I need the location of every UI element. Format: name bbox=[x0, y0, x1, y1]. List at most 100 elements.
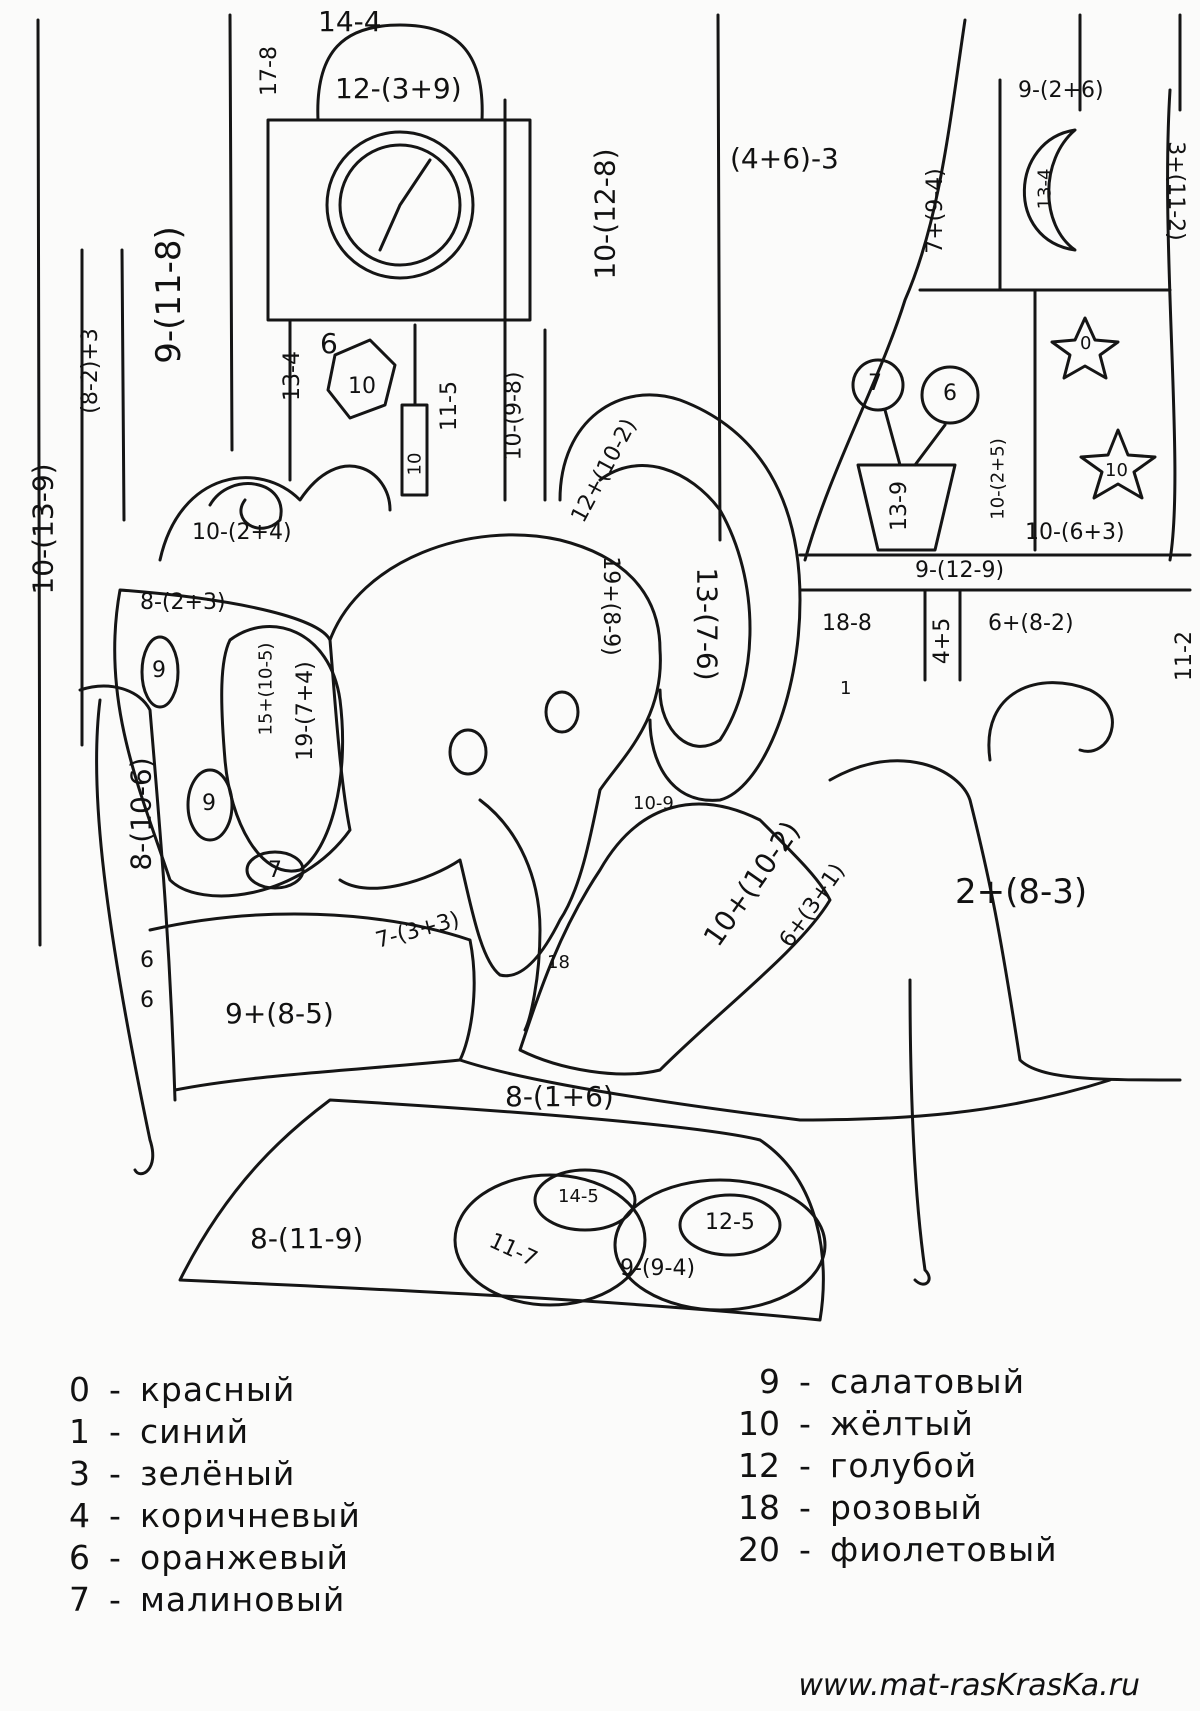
expr-bed-base: 8-(1+6) bbox=[505, 1080, 614, 1113]
expr-ear-outer: 19+(8-9) bbox=[597, 556, 623, 656]
pillow-leaf bbox=[140, 635, 180, 709]
legend-dash: - bbox=[799, 1404, 811, 1443]
moon-shape bbox=[1022, 128, 1077, 252]
pillow-inner bbox=[220, 625, 345, 873]
expr-moon: 13-4 bbox=[1034, 168, 1056, 210]
curtain-edge bbox=[803, 18, 967, 562]
expr-slipper-right-inner: 12-5 bbox=[705, 1210, 755, 1235]
legend-item: 3-зелёный bbox=[20, 1457, 295, 1490]
legend-number: 20 bbox=[738, 1530, 780, 1569]
legend-item: 10-жёлтый bbox=[710, 1407, 974, 1440]
expr-pillow-leaf-2: 9 bbox=[202, 791, 216, 816]
legend-dash: - bbox=[109, 1580, 121, 1619]
elephant-eye bbox=[544, 690, 580, 734]
flower-pot bbox=[856, 463, 957, 552]
legend-number: 10 bbox=[738, 1404, 780, 1443]
legend-number: 12 bbox=[738, 1446, 780, 1485]
expr-clock-side: 17-8 bbox=[256, 46, 282, 96]
pillow-leaf bbox=[186, 768, 234, 842]
legend-number: 1 bbox=[69, 1412, 90, 1451]
expr-clock-top: 14-4 bbox=[318, 5, 382, 38]
expr-headboard: 10-(2+4) bbox=[192, 520, 292, 545]
expr-clock-pendulum-label: 6 bbox=[320, 327, 338, 360]
pillow bbox=[113, 588, 352, 898]
expr-blanket-band: 10-9 bbox=[633, 793, 674, 814]
expr-sofa-back-a: 18-8 bbox=[822, 611, 872, 636]
expr-bed-side: 8-(10-6) bbox=[124, 757, 158, 871]
legend-dash: - bbox=[109, 1412, 121, 1451]
bed-foot bbox=[95, 698, 155, 1176]
legend-color-name: жёлтый bbox=[830, 1404, 974, 1443]
slipper-left bbox=[453, 1173, 647, 1307]
legend-dash: - bbox=[799, 1488, 811, 1527]
expr-blanket-small: 1 bbox=[840, 678, 852, 699]
clock-case bbox=[266, 118, 532, 322]
clock-hands bbox=[378, 158, 432, 252]
legend-item: 1-синий bbox=[20, 1415, 249, 1448]
expr-bed-front: 9+(8-5) bbox=[225, 997, 334, 1030]
expr-clock-bob: 10 bbox=[404, 452, 426, 476]
expr-rug: 8-(11-9) bbox=[250, 1222, 364, 1255]
legend-color-name: фиолетовый bbox=[830, 1530, 1058, 1569]
expr-trunk-spot: 18 bbox=[547, 952, 570, 973]
expr-ear-inner: 13-(7-6) bbox=[690, 567, 724, 681]
expr-flower-pot: 13-9 bbox=[886, 481, 912, 531]
legend-color-name: голубой bbox=[830, 1446, 978, 1485]
expr-left-wall-narrow: (8-2)+3 bbox=[77, 328, 103, 414]
legend-number: 18 bbox=[738, 1488, 780, 1527]
bed-base bbox=[458, 1058, 1112, 1122]
expr-window-ledge: 9-(12-9) bbox=[915, 558, 1005, 583]
elephant-head bbox=[328, 533, 662, 978]
expr-pillow-corner: 8-(2+3) bbox=[140, 590, 226, 615]
wall-line bbox=[716, 13, 722, 542]
flower-head bbox=[920, 365, 980, 425]
legend-item: 20-фиолетовый bbox=[710, 1533, 1058, 1566]
legend-number: 9 bbox=[759, 1362, 780, 1401]
sofa-right bbox=[828, 759, 1182, 1082]
expr-clock-head: 12-(3+9) bbox=[335, 72, 462, 105]
wall-line bbox=[36, 18, 42, 947]
expr-star-upper: 0 bbox=[1080, 333, 1092, 354]
bed-side bbox=[78, 684, 177, 1102]
expr-sofa-right: 2+(8-3) bbox=[955, 872, 1088, 912]
legend-color-name: салатовый bbox=[830, 1362, 1026, 1401]
ear-inner bbox=[598, 464, 752, 748]
expr-window-strip: 7+(9-4) bbox=[922, 168, 948, 254]
flower-stem bbox=[883, 408, 947, 467]
slipper-right bbox=[613, 1178, 827, 1312]
expr-pillow-inner-a: 15+(10-5) bbox=[255, 642, 277, 736]
legend-item: 0-красный bbox=[20, 1373, 295, 1406]
expr-slipper-right-outer: 9-(9-4) bbox=[620, 1256, 696, 1281]
legend-dash: - bbox=[109, 1370, 121, 1409]
curtain-edge bbox=[1166, 88, 1177, 562]
pillow-leaf bbox=[245, 850, 305, 890]
legend-color-name: зелёный bbox=[140, 1454, 296, 1493]
expr-wall-center: 10-(12-8) bbox=[588, 148, 622, 280]
website-url: www.mat-rasKrasKa.ru bbox=[798, 1668, 1140, 1703]
expr-sofa-back-c: 6+(8-2) bbox=[988, 611, 1074, 636]
clock-hex bbox=[326, 338, 397, 420]
slipper-left-inner bbox=[533, 1168, 637, 1232]
star-shape bbox=[1050, 316, 1120, 380]
legend-item: 18-розовый bbox=[710, 1491, 983, 1524]
bed-front bbox=[148, 912, 476, 1092]
expr-pillow-inner-b: 19-(7+4) bbox=[292, 661, 318, 761]
legend-color-name: красный bbox=[140, 1370, 296, 1409]
wall-line bbox=[120, 248, 126, 522]
legend-number: 7 bbox=[69, 1580, 90, 1619]
expr-wall-upper: (4+6)-3 bbox=[730, 142, 839, 175]
slipper-right-inner bbox=[678, 1193, 782, 1257]
legend-color-name: розовый bbox=[830, 1488, 983, 1527]
expr-bed-corner-a: 6 bbox=[140, 948, 154, 973]
elephant-eye bbox=[448, 728, 488, 776]
expr-wall-strip-right-clock: 10-(9-8) bbox=[501, 371, 527, 461]
sofa-right-leg bbox=[908, 978, 931, 1286]
wall-line bbox=[228, 13, 234, 452]
blanket bbox=[518, 802, 832, 1076]
elephant-coloring-drawing bbox=[36, 13, 1192, 1322]
elephant-ear bbox=[558, 393, 802, 802]
sofa-scroll bbox=[987, 681, 1114, 762]
pendulum-bob bbox=[400, 403, 429, 497]
legend-color-name: синий bbox=[140, 1412, 250, 1451]
